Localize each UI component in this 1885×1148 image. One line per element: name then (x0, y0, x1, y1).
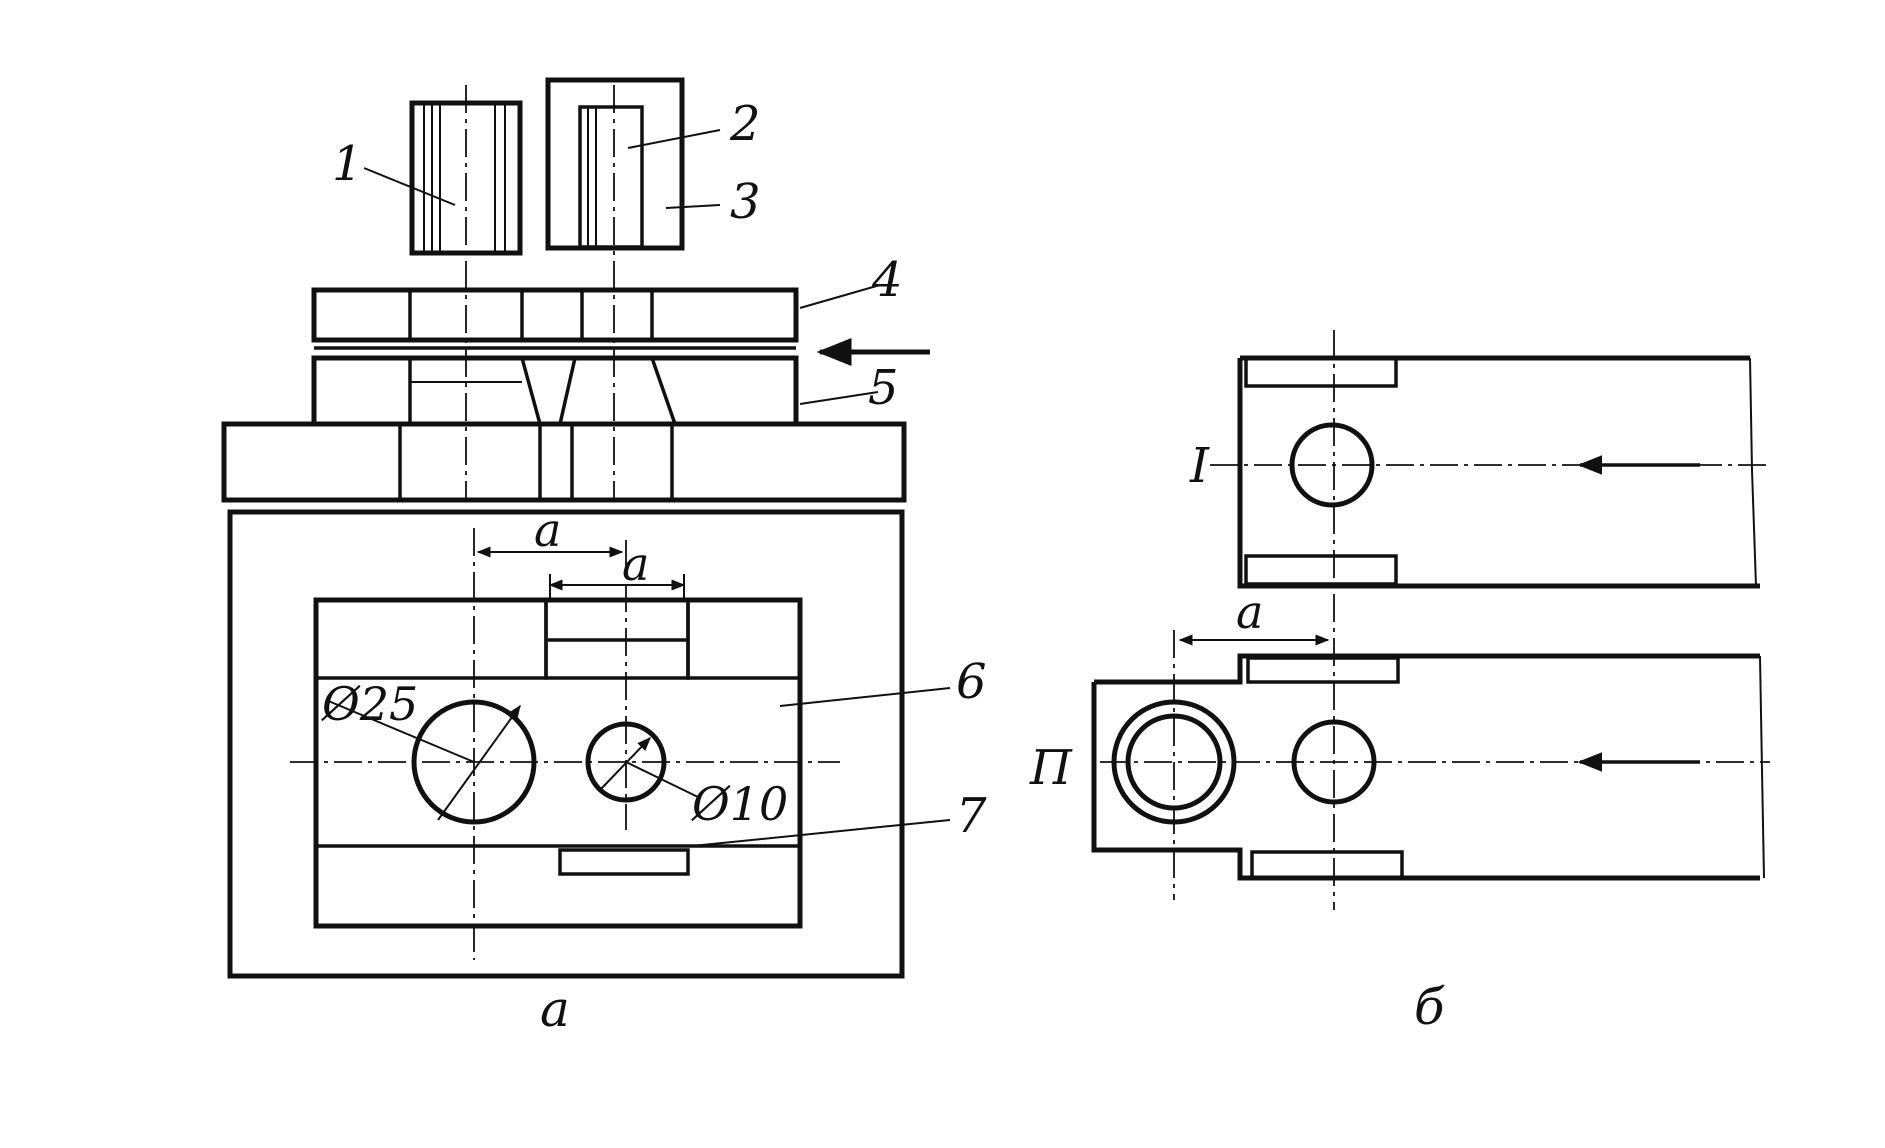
leader-5 (799, 391, 879, 405)
label-diameter-25: Ø25 (321, 677, 418, 731)
plan-frame (227, 509, 905, 979)
strip-position-II (1091, 653, 1765, 881)
leader-6 (779, 687, 951, 707)
label-part-4: 4 (871, 252, 903, 308)
leader-1 (363, 167, 456, 206)
leader-4 (799, 284, 881, 309)
die-plan (313, 597, 803, 929)
leader-7 (691, 819, 951, 847)
die-plate-5 (311, 355, 799, 427)
leader-d10 (625, 761, 701, 799)
leader-d25 (325, 699, 475, 763)
dia-line-25 (437, 704, 521, 821)
label-position-II: П (1029, 740, 1073, 796)
label-diameter-10: Ø10 (691, 777, 788, 831)
label-part-1: 1 (332, 136, 363, 192)
leader-2 (627, 129, 721, 149)
label-part-6: 6 (956, 654, 987, 710)
label-position-I: I (1189, 438, 1210, 494)
dia-line-10 (599, 736, 651, 791)
caption-b: б (1414, 978, 1445, 1036)
label-part-3: 3 (730, 174, 761, 230)
punch-2 (578, 105, 644, 249)
caption-a: а (540, 980, 570, 1038)
label-dim-a-3: a (1236, 585, 1263, 639)
label-dim-a-2: a (622, 537, 649, 591)
punch-holder-3 (545, 77, 685, 251)
label-part-2: 2 (729, 96, 761, 152)
strip-position-I (1237, 355, 1760, 589)
label-dim-a-1: a (534, 503, 561, 557)
label-part-7: 7 (956, 788, 987, 844)
stripper-plate-4 (311, 287, 799, 343)
base-plate (221, 421, 907, 503)
leader-3 (665, 204, 721, 209)
label-part-5: 5 (868, 360, 899, 416)
